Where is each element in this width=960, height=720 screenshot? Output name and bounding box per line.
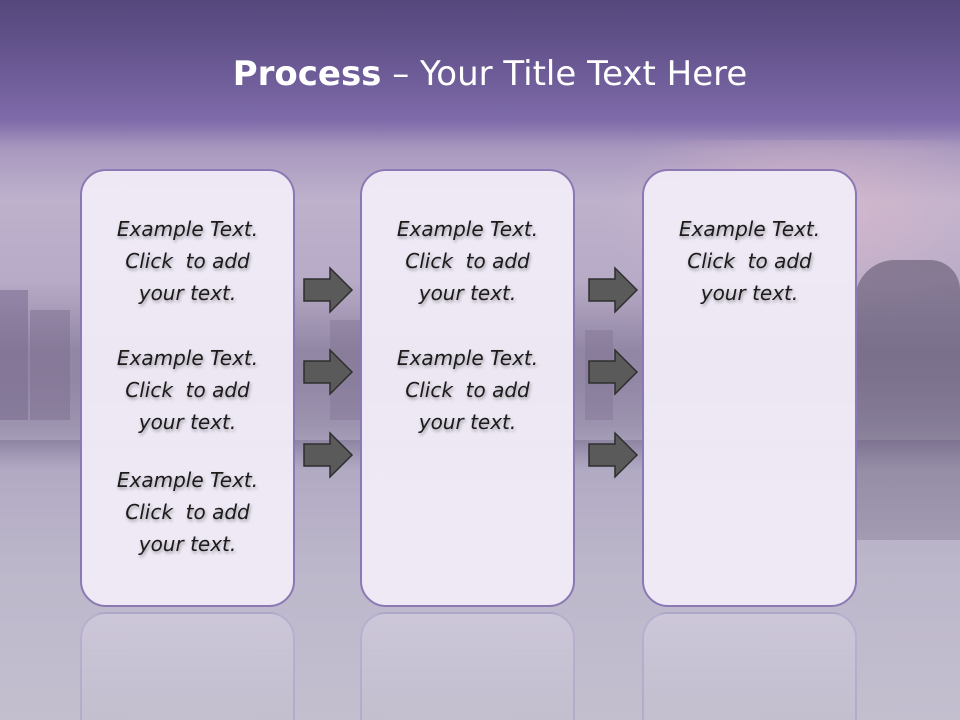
text-line: Click to add [687,249,812,273]
right-arrow-icon[interactable] [302,348,354,396]
right-arrow-icon[interactable] [302,431,354,479]
right-arrow-icon[interactable] [587,266,639,314]
text-line: your text. [138,532,237,556]
text-line: your text. [700,281,799,305]
slide-title[interactable]: Process – Your Title Text Here [0,52,960,96]
tree-silhouette [855,260,960,540]
text-line: Click to add [125,249,250,273]
text-line: your text. [418,410,517,434]
process-box-2[interactable]: Example Text. Click to add your text. Ex… [360,169,575,607]
text-line: your text. [138,410,237,434]
text-line: your text. [418,281,517,305]
text-line: Click to add [125,378,250,402]
title-rest: – Your Title Text Here [381,54,748,94]
text-placeholder[interactable]: Example Text. Click to add your text. [362,213,573,309]
text-line: Example Text. [396,217,539,241]
right-arrow-icon[interactable] [587,431,639,479]
title-bold: Process [232,54,382,94]
box-reflection [360,612,575,720]
process-box-3[interactable]: Example Text. Click to add your text. [642,169,857,607]
text-line: Example Text. [116,346,259,370]
text-line: Example Text. [396,346,539,370]
right-arrow-icon[interactable] [302,266,354,314]
text-line: Example Text. [116,468,259,492]
text-placeholder[interactable]: Example Text. Click to add your text. [362,342,573,438]
text-line: Click to add [125,500,250,524]
box-reflection [642,612,857,720]
text-placeholder[interactable]: Example Text. Click to add your text. [82,213,293,309]
right-arrow-icon[interactable] [587,348,639,396]
text-line: Example Text. [678,217,821,241]
text-placeholder[interactable]: Example Text. Click to add your text. [82,464,293,560]
text-line: Click to add [405,378,530,402]
building [0,290,28,420]
text-line: Example Text. [116,217,259,241]
text-line: your text. [138,281,237,305]
text-placeholder[interactable]: Example Text. Click to add your text. [644,213,855,309]
box-reflection [80,612,295,720]
building [30,310,70,420]
text-placeholder[interactable]: Example Text. Click to add your text. [82,342,293,438]
text-line: Click to add [405,249,530,273]
process-box-1[interactable]: Example Text. Click to add your text. Ex… [80,169,295,607]
title-band [0,0,960,140]
